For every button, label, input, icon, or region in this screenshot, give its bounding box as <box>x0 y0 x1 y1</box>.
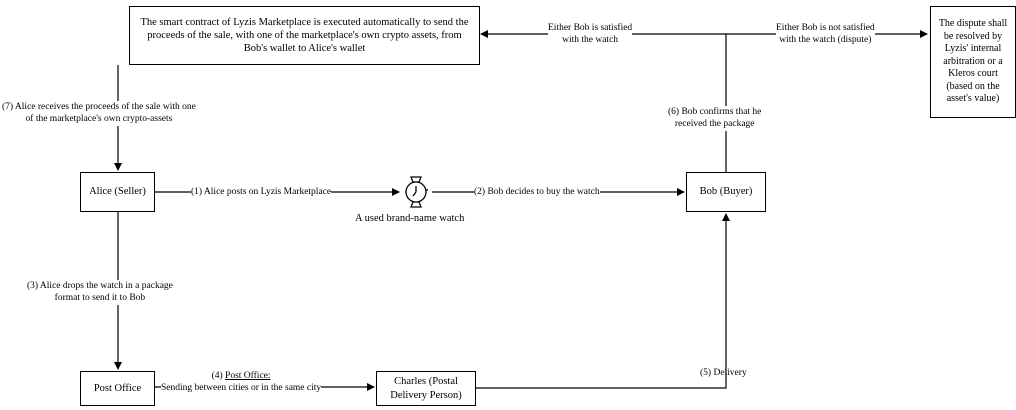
bob-label: Bob (Buyer) <box>699 186 753 198</box>
not-satisfied-line1: Either Bob is not satisfied <box>776 23 875 33</box>
charles-label: Charles (Postal Delivery Person) <box>390 376 462 401</box>
not-satisfied-label: Either Bob is not satisfied with the wat… <box>776 22 875 47</box>
step3-label: (3) Alice drops the watch in a package f… <box>27 280 173 305</box>
alice-node: Alice (Seller) <box>80 172 155 212</box>
step3-line2: format to send it to Bob <box>54 293 146 304</box>
smart-contract-text: The smart contract of Lyzis Marketplace … <box>140 16 469 55</box>
charles-node: Charles (Postal Delivery Person) <box>376 371 476 406</box>
dispute-text: The dispute shall be resolved by Lyzis' … <box>938 18 1008 105</box>
alice-label: Alice (Seller) <box>89 186 146 198</box>
watch-icon <box>405 176 428 208</box>
step4-label: (4) Post Office: Sending between cities … <box>161 370 322 395</box>
satisfied-label: Either Bob is satisfied with the watch <box>548 22 633 47</box>
step6-line2: received the package <box>674 119 755 130</box>
post-office-label: Post Office <box>93 382 142 394</box>
step4-number: (4) <box>211 371 223 381</box>
not-satisfied-line2: with the watch (dispute) <box>779 35 872 46</box>
watch-caption: A used brand-name watch <box>355 213 465 224</box>
post-office-node: Post Office <box>80 371 155 406</box>
step7-line2: of the marketplace's own crypto-assets <box>25 114 173 125</box>
edge-charles-to-bob <box>476 213 730 389</box>
bob-node: Bob (Buyer) <box>686 172 766 212</box>
step4-title: Post Office: <box>225 371 271 381</box>
step6-label: (6) Bob confirms that he received the pa… <box>668 106 762 131</box>
dispute-node: The dispute shall be resolved by Lyzis' … <box>930 6 1016 118</box>
step7-line1: (7) Alice receives the proceeds of the s… <box>2 102 196 112</box>
satisfied-line2: with the watch <box>562 35 619 46</box>
smart-contract-node: The smart contract of Lyzis Marketplace … <box>129 6 480 65</box>
step4-line2: Sending between cities or in the same ci… <box>161 382 322 395</box>
satisfied-line1: Either Bob is satisfied <box>548 23 633 33</box>
step6-line1: (6) Bob confirms that he <box>668 107 762 117</box>
step1-label: (1) Alice posts on Lyzis Marketplace <box>191 186 332 199</box>
step7-label: (7) Alice receives the proceeds of the s… <box>2 101 196 126</box>
step2-label: (2) Bob decides to buy the watch <box>474 186 600 199</box>
step3-line1: (3) Alice drops the watch in a package <box>27 281 173 291</box>
step5-label: (5) Delivery <box>700 368 747 378</box>
